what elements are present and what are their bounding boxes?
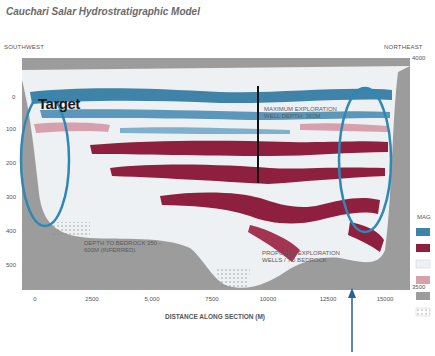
- direction-label: SOUTHWEST: [4, 44, 44, 51]
- depth-tick: 100: [6, 126, 16, 133]
- distance-tick: 12500: [320, 296, 337, 303]
- elevation-label: 3500: [412, 284, 425, 291]
- legend-swatch: [416, 308, 430, 316]
- well-line: [257, 86, 259, 183]
- target-label: Target: [38, 96, 80, 113]
- depth-tick: 200: [6, 160, 16, 167]
- distance-tick: 15000: [377, 296, 394, 303]
- target-ellipse: [21, 94, 69, 226]
- direction-label: NORTHEAST: [384, 44, 423, 51]
- target-ellipse: [339, 88, 391, 232]
- basin-fill: [22, 66, 410, 288]
- legend-header: MAG: [417, 214, 431, 221]
- red-layer: [90, 141, 388, 156]
- depth-tick: 400: [6, 228, 16, 235]
- red-layer: [160, 192, 380, 223]
- wells-note: PROPOSED EXPLORATION WELLS / TO BEDROCK: [262, 250, 342, 263]
- legend-swatch: [416, 228, 430, 236]
- elevation-label: 4000: [412, 55, 425, 62]
- arrow-line: [351, 294, 353, 352]
- legend-swatch: [416, 244, 430, 252]
- well-note: MAXIMUM EXPLORATION WELL DEPTH: 360M: [264, 106, 344, 119]
- pink-layer: [34, 123, 110, 133]
- legend-swatch: [416, 276, 430, 284]
- red-layer: [110, 165, 385, 184]
- depth-tick: 300: [6, 194, 16, 201]
- depth-tick: 500: [6, 262, 16, 269]
- distance-tick: 7500: [205, 296, 218, 303]
- legend-swatch: [416, 292, 430, 300]
- dotted-zone: [215, 268, 250, 288]
- blue-layer: [120, 127, 290, 134]
- legend-swatch: [416, 260, 430, 268]
- chart-title: Cauchari Salar Hydrostratigraphic Model: [6, 6, 200, 17]
- blue-layer: [40, 109, 390, 120]
- axis-title: DISTANCE ALONG SECTION (M): [165, 313, 265, 320]
- depth-tick: 0: [12, 94, 15, 101]
- dotted-zone: [52, 222, 90, 236]
- distance-tick: 2500: [85, 296, 98, 303]
- pink-layer: [300, 123, 388, 132]
- distance-tick: 10000: [260, 296, 277, 303]
- bedrock-note: DEPTH TO BEDROCK 350 - 600M (INFERRED): [84, 240, 166, 253]
- red-layer: [248, 225, 300, 262]
- distance-tick: 0: [33, 296, 36, 303]
- blue-layer: [30, 88, 392, 104]
- bedrock: [22, 58, 410, 290]
- arrow-head: [348, 288, 356, 298]
- distance-tick: 5,000: [144, 296, 159, 303]
